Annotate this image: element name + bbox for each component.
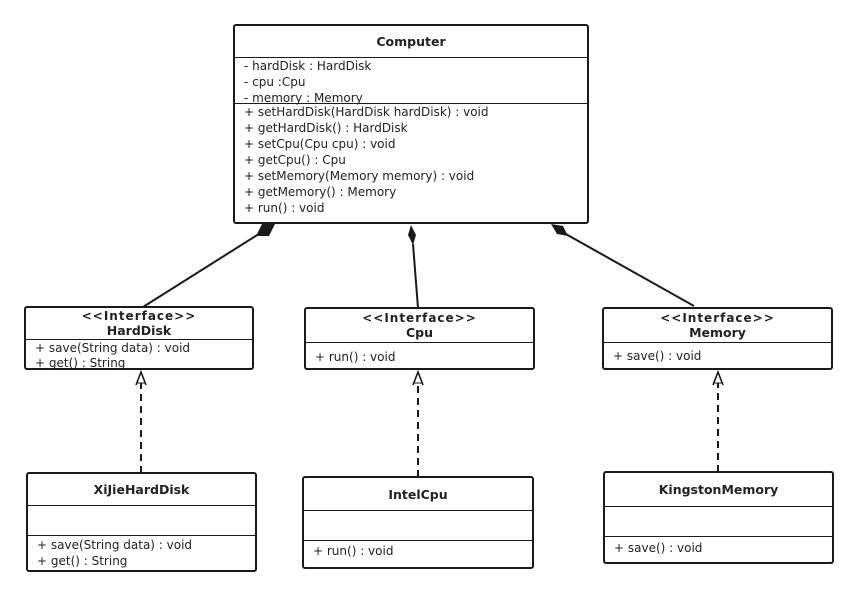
class-name: Memory [689,325,746,340]
operations-section: + setHardDisk(HardDisk hardDisk) : void … [235,104,587,216]
operation: + getHardDisk() : HardDisk [244,121,408,135]
operations-section: + run() : void [304,541,532,559]
operations-section: + save() : void [605,537,832,556]
composition-line-harddisk [142,231,263,308]
composition-line-cpu [412,243,419,309]
class-header: XiJieHardDisk [28,474,255,506]
realization-arrow-cpu [412,369,424,386]
class-kingstonmemory[interactable]: KingstonMemory + save() : void [603,471,834,564]
class-name: IntelCpu [388,486,448,502]
class-xijieharddisk[interactable]: XiJieHardDisk + save(String data) : void… [26,472,257,572]
composition-diamond-memory [551,224,568,236]
operation: + save(String data) : void [37,538,193,552]
operation: + setHardDisk(HardDisk hardDisk) : void [244,105,489,119]
class-name: Cpu [405,325,434,340]
operation: + getMemory() : Memory [244,185,397,199]
stereotype-label: <<Interface>> [660,311,775,325]
realization-arrow-harddisk [135,369,147,386]
operation: + run() : void [315,350,396,364]
operation: + setMemory(Memory memory) : void [244,169,475,183]
class-header: <<Interface>> HardDisk [26,308,252,340]
attribute: - hardDisk : HardDisk [244,59,372,73]
operation: + setCpu(Cpu cpu) : void [244,137,396,151]
attributes-section: - hardDisk : HardDisk - cpu :Cpu - memor… [235,58,587,105]
attributes-section [304,511,532,541]
stereotype-label: <<Interface>> [81,309,197,323]
operations-section: + save() : void [604,343,831,364]
class-header: <<Interface>> Cpu [306,309,533,343]
operation: + getCpu() : Cpu [244,153,346,167]
composition-line-memory [563,232,695,307]
class-header: Computer [235,26,587,58]
class-name: HardDisk [106,323,172,338]
operations-section: + run() : void [306,343,533,365]
attributes-section [605,507,832,537]
class-header: IntelCpu [304,478,532,511]
class-header: KingstonMemory [605,473,832,507]
operation: + get() : String [37,554,128,568]
attributes-section [28,506,255,536]
class-intelcpu[interactable]: IntelCpu + run() : void [302,476,534,569]
attribute: - cpu :Cpu [244,75,306,89]
operation: + save() : void [614,541,703,555]
operations-section: + save(String data) : void + get() : Str… [28,536,255,569]
class-name: Computer [376,34,446,49]
realization-arrow-memory [712,369,724,386]
operation: + run() : void [244,201,325,215]
operations-section: + save(String data) : void + get() : Str… [26,340,252,370]
class-name: XiJieHardDisk [93,482,190,497]
attribute: - memory : Memory [244,91,363,105]
interface-cpu[interactable]: <<Interface>> Cpu + run() : void [304,307,535,370]
operation: + run() : void [313,544,394,558]
interface-harddisk[interactable]: <<Interface>> HardDisk + save(String dat… [24,306,254,370]
operation: + get() : String [35,356,126,370]
operation: + save() : void [613,349,702,363]
composition-diamond-cpu [408,225,416,245]
operation: + save(String data) : void [35,341,191,355]
class-header: <<Interface>> Memory [604,309,831,343]
class-name: KingstonMemory [658,482,779,497]
class-computer[interactable]: Computer - hardDisk : HardDisk - cpu :Cp… [233,24,589,224]
stereotype-label: <<Interface>> [362,311,477,325]
interface-memory[interactable]: <<Interface>> Memory + save() : void [602,307,833,370]
composition-diamond-harddisk [256,224,275,236]
